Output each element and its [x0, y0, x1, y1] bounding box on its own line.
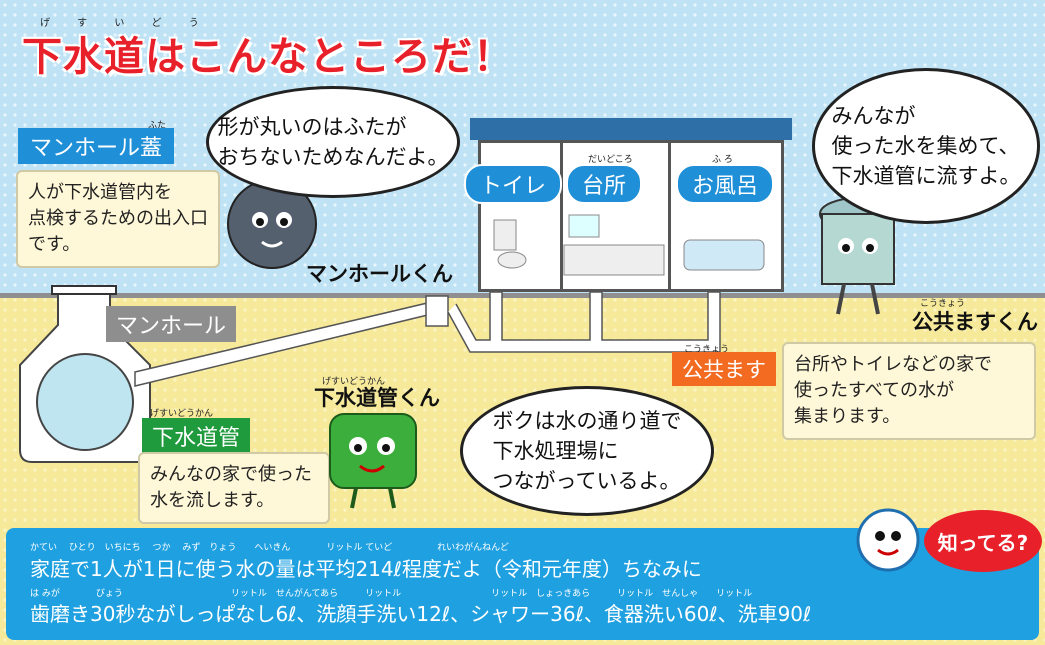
box-kun-speech: みんなが 使った水を集めて、 下水道管に流すよ。	[831, 104, 1021, 188]
banner-ruby-1: かてい ひとり いちにち つか みず りょう へいきん リットル ていど れいわ…	[30, 543, 509, 553]
box-kun-speech-bubble: みんなが 使った水を集めて、 下水道管に流すよ。	[812, 68, 1040, 224]
room-label-toilet: トイレ	[464, 164, 563, 204]
kitchen-window-icon	[568, 214, 600, 238]
manhole-kun-name: マンホールくん	[306, 262, 453, 286]
pipe-kun-speech-bubble: ボクは水の通り道で 下水処理場に つながっているよ。	[460, 386, 714, 516]
room-divider	[560, 140, 563, 292]
room-label-kitchen: 台所	[566, 164, 643, 204]
pipe-kun-name: 下水道管くん	[314, 386, 440, 410]
house-drain-pipe	[447, 291, 721, 353]
house-roof	[470, 118, 792, 140]
public-note-line: 使ったすべての水が	[794, 380, 955, 401]
sewer-pipe-ruby: げすいどうかん	[150, 409, 214, 419]
manhole-kun-speech-bubble: 形が丸いのはふたが おちないためなんだよ。	[206, 86, 460, 198]
pipe-kun-ruby: げすいどうかん	[322, 377, 386, 387]
manhole-note-line: です。	[28, 234, 81, 255]
manhole-note-line: 人が下水道管内を	[28, 182, 172, 203]
manhole-lid-ruby: ふた	[148, 121, 167, 131]
manhole-label: マンホール	[106, 306, 237, 342]
room-fixtures	[493, 214, 765, 276]
toilet-icon	[493, 219, 517, 251]
banner-line-1: 家庭で1人が1日に使う水の量は平均214ℓ程度だよ（令和元年度）ちなみに	[30, 557, 702, 581]
banner-ruby-2: は みが びょう リットル せんがんてあら リットル リットル しょっきあら リ…	[30, 589, 753, 599]
box-kun-name: 公共ますくん	[912, 310, 1038, 334]
ground-surface-line	[0, 293, 1045, 298]
public-box-note: 台所やトイレなどの家で 使ったすべての水が 集まります。	[782, 342, 1036, 440]
sewer-note-line: 水を流します。	[150, 490, 275, 511]
public-box-label: 公共ます	[672, 352, 776, 386]
pipe-kun-speech: ボクは水の通り道で 下水処理場に つながっているよ。	[492, 409, 682, 493]
know-badge: 知ってる?	[924, 510, 1042, 572]
public-note-line: 集まります。	[794, 406, 901, 427]
sewer-note: みんなの家で使った 水を流します。	[138, 452, 330, 524]
page-title: 下水道はこんなところだ！	[22, 34, 514, 80]
public-box-riser	[425, 295, 449, 327]
public-box-ruby: こうきょう	[684, 345, 730, 355]
bath-ruby: ふ ろ	[712, 155, 733, 165]
public-note-line: 台所やトイレなどの家で	[794, 354, 992, 375]
banner-line-2: 歯磨き30秒ながしっぱなし6ℓ、洗顔手洗い12ℓ、シャワー36ℓ、食器洗い60ℓ…	[30, 602, 812, 626]
sewer-note-line: みんなの家で使った	[150, 464, 312, 485]
sewer-pipe-label: 下水道管	[142, 418, 251, 454]
mascot-icon	[856, 508, 920, 572]
manhole-lid-label: マンホール蓋	[18, 128, 175, 164]
sewer-pipe-cross-section	[36, 353, 134, 451]
room-label-bath: お風呂	[676, 164, 775, 204]
public-box-kun-character	[819, 197, 897, 315]
manhole-note: 人が下水道管内を 点検するための出入口 です。	[16, 170, 220, 268]
manhole-note-line: 点検するための出入口	[28, 208, 208, 229]
box-kun-ruby: こうきょう	[920, 299, 966, 309]
title-ruby: げ す い ど う	[40, 18, 211, 29]
pipe-kun-character	[329, 413, 417, 509]
manhole-lid-shape	[51, 285, 117, 295]
kitchen-ruby: だいどころ	[588, 155, 633, 165]
toilet-bowl-icon	[497, 251, 527, 269]
manhole-kun-speech: 形が丸いのはふたが おちないためなんだよ。	[217, 115, 449, 169]
room-divider	[668, 140, 671, 292]
kitchen-counter-icon	[563, 244, 665, 276]
bathtub-icon	[683, 239, 765, 271]
